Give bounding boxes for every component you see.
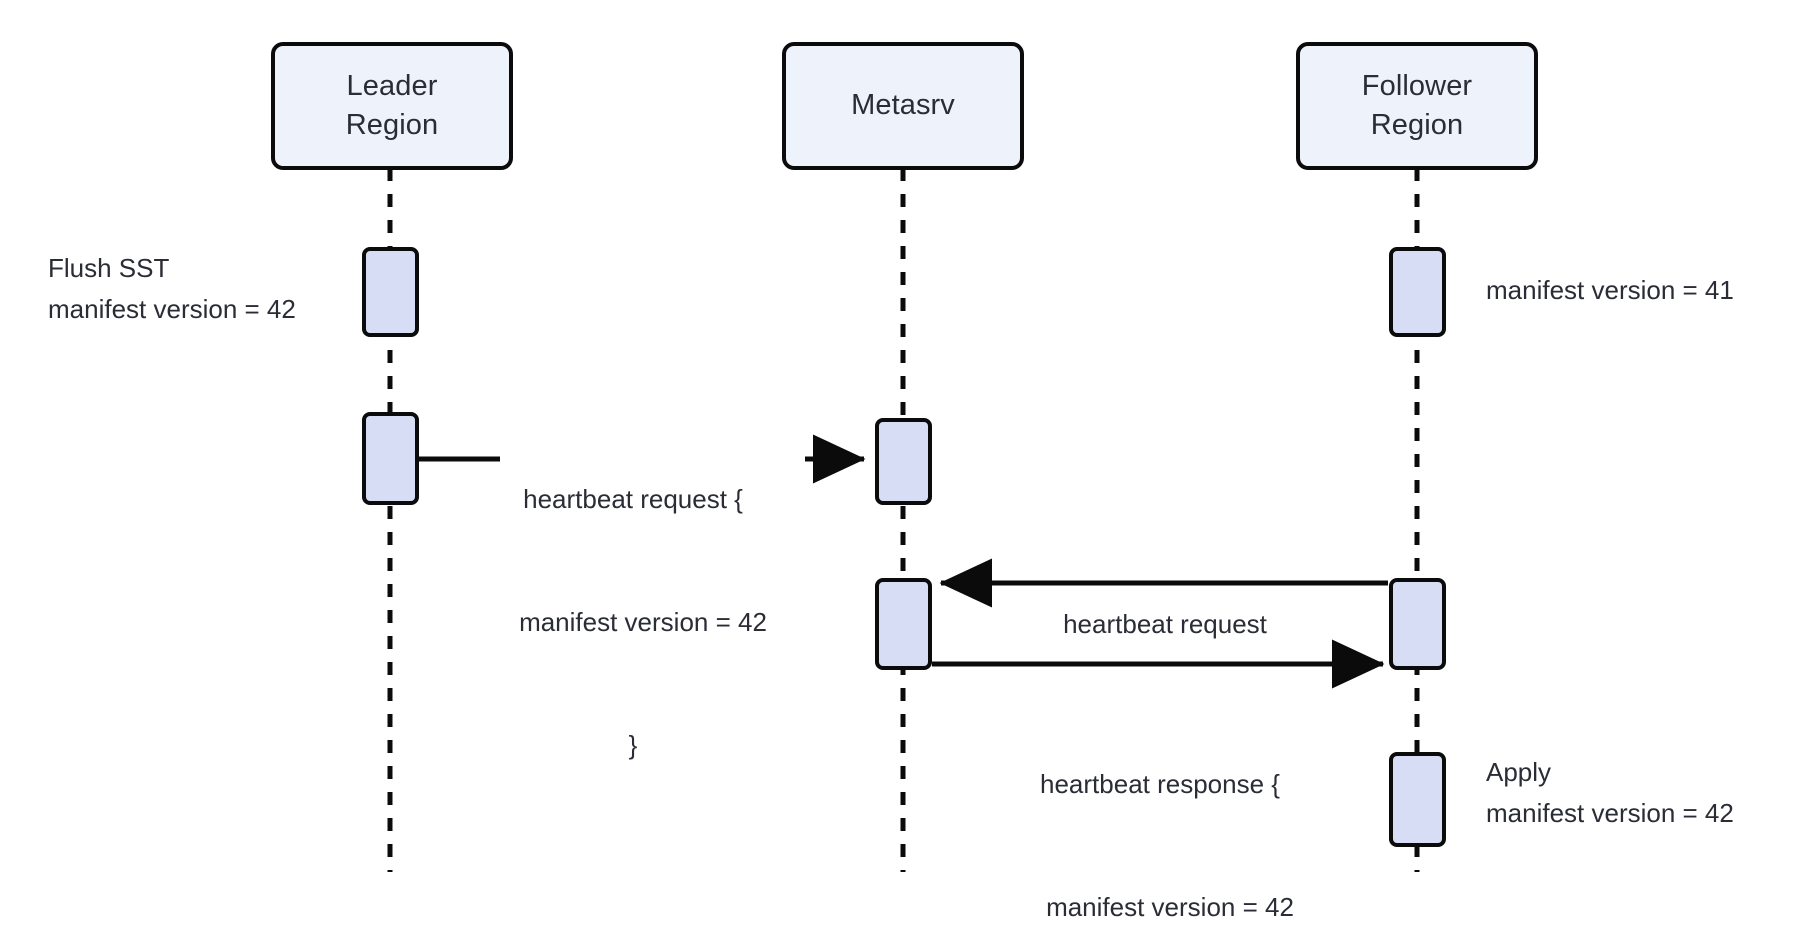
participant-follower-region-label-2: Region xyxy=(1370,109,1464,141)
message-heartbeat-request-leader-label: heartbeat request { manifest version = 4… xyxy=(463,397,803,848)
note-flush-sst: Flush SST manifest version = 42 xyxy=(48,248,338,330)
message-heartbeat-response-label: heartbeat response { manifest version = … xyxy=(940,682,1380,936)
message-heartbeat-request-leader-line-3: } xyxy=(628,730,638,760)
note-apply: Apply manifest version = 42 xyxy=(1486,752,1786,834)
participant-metasrv[interactable]: Metasrv xyxy=(782,42,1024,170)
activation-metasrv-heartbeat-in[interactable] xyxy=(875,418,932,505)
participant-metasrv-label-1: Metasrv xyxy=(851,89,955,122)
activation-leader-heartbeat[interactable] xyxy=(362,412,419,505)
message-heartbeat-request-leader-line-1: heartbeat request { xyxy=(523,484,743,514)
note-apply-line-2: manifest version = 42 xyxy=(1486,798,1734,828)
participant-follower-region-label-1: Follower xyxy=(1361,69,1473,102)
message-heartbeat-response-line-2: manifest version = 42 xyxy=(1046,892,1294,922)
participant-leader-region[interactable]: Leader Region xyxy=(271,42,513,170)
participant-leader-region-label-1: Leader xyxy=(346,69,438,102)
activation-leader-flush[interactable] xyxy=(362,247,419,337)
note-apply-line-1: Apply xyxy=(1486,757,1552,787)
message-heartbeat-response-line-1: heartbeat response { xyxy=(1040,769,1280,799)
activation-follower-apply[interactable] xyxy=(1389,752,1446,847)
message-heartbeat-request-leader-line-2: manifest version = 42 xyxy=(519,607,767,637)
activation-metasrv-heartbeat-exchange[interactable] xyxy=(875,578,932,670)
note-follower-version-line-1: manifest version = 41 xyxy=(1486,275,1734,305)
note-follower-version: manifest version = 41 xyxy=(1486,270,1786,311)
message-heartbeat-request-follower-line-1: heartbeat request xyxy=(1063,609,1267,639)
activation-follower-heartbeat[interactable] xyxy=(1389,578,1446,670)
message-heartbeat-request-follower-label: heartbeat request xyxy=(940,522,1390,727)
note-flush-sst-line-2: manifest version = 42 xyxy=(48,294,296,324)
participant-follower-region[interactable]: Follower Region xyxy=(1296,42,1538,170)
activation-follower-initial[interactable] xyxy=(1389,247,1446,337)
note-flush-sst-line-1: Flush SST xyxy=(48,253,170,283)
participant-leader-region-label-2: Region xyxy=(345,109,439,141)
